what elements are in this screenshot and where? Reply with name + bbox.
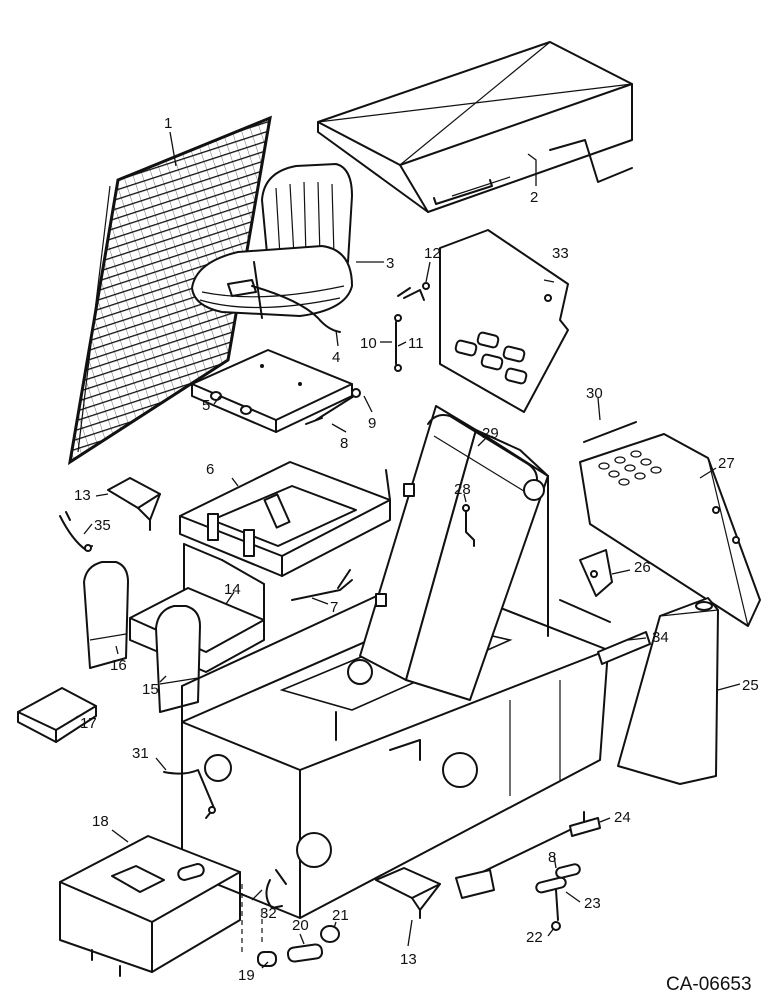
callout-28: 28	[454, 481, 471, 498]
callout-8: 8	[340, 435, 348, 452]
callout-9: 9	[368, 415, 376, 432]
fuel-tank	[617, 597, 719, 785]
bracket-left	[107, 477, 161, 531]
callout-13: 13	[400, 951, 417, 968]
callout-19: 19	[238, 967, 255, 984]
callout-22: 22	[526, 929, 543, 946]
step-plate	[17, 687, 97, 743]
callout-29: 29	[482, 425, 499, 442]
seat-mount-plate	[191, 349, 353, 433]
callout-15: 15	[142, 681, 159, 698]
callout-33: 33	[552, 245, 569, 262]
callout-labels: 1 2 3 4 5 6 7 8 8 9 10 11 12 13 13 14 15…	[74, 115, 759, 984]
callout-4: 4	[332, 349, 340, 366]
callout-30: 30	[586, 385, 603, 402]
callout-6: 6	[206, 461, 214, 478]
callout-16: 16	[110, 657, 127, 674]
callout-1: 1	[164, 115, 172, 132]
callout-17: 17	[80, 715, 97, 732]
callout-31: 31	[132, 745, 149, 762]
small-strap	[163, 769, 216, 819]
bracket-bottom	[375, 867, 441, 919]
upper-panel	[439, 229, 569, 413]
callout-20: 20	[292, 917, 309, 934]
callout-18: 18	[92, 813, 109, 830]
callout-11: 11	[408, 335, 424, 352]
callout-27: 27	[718, 455, 735, 472]
foot-pedal-left	[83, 561, 129, 669]
rod	[583, 421, 637, 443]
callout-26: 26	[634, 559, 651, 576]
hardware-pins	[394, 282, 430, 372]
leader-lines	[69, 131, 741, 969]
callout-21: 21	[332, 907, 349, 924]
callout-10: 10	[360, 335, 377, 352]
callout-13: 13	[74, 487, 91, 504]
seat	[191, 163, 353, 333]
bracket-right	[579, 549, 613, 597]
floor-tub	[179, 461, 391, 577]
callout-32: 32	[260, 905, 277, 922]
callout-34: 34	[652, 629, 669, 646]
callout-8: 8	[548, 849, 556, 866]
clamp	[265, 869, 287, 909]
callout-12: 12	[424, 245, 441, 262]
callout-5: 5	[202, 397, 210, 414]
pin-set	[535, 863, 581, 931]
battery-box	[59, 835, 241, 977]
strap-plate	[559, 599, 651, 665]
callout-23: 23	[584, 895, 601, 912]
center-tower	[359, 405, 549, 701]
callout-24: 24	[614, 809, 631, 826]
callout-7: 7	[330, 599, 338, 616]
clip	[59, 511, 93, 552]
lever-parts	[291, 388, 361, 601]
callout-14: 14	[224, 581, 241, 598]
callout-2: 2	[530, 189, 538, 206]
callout-25: 25	[742, 677, 759, 694]
drawing-reference-code: CA-06653	[666, 974, 752, 995]
callout-35: 35	[94, 517, 111, 534]
roof-canopy	[317, 41, 633, 213]
foot-pedal-right	[155, 605, 201, 713]
small-link	[462, 504, 475, 547]
bushing-set	[257, 925, 340, 967]
screen-panel	[67, 115, 272, 466]
callout-3: 3	[386, 255, 394, 272]
side-cover	[579, 433, 761, 627]
linkage-rod	[455, 811, 601, 899]
